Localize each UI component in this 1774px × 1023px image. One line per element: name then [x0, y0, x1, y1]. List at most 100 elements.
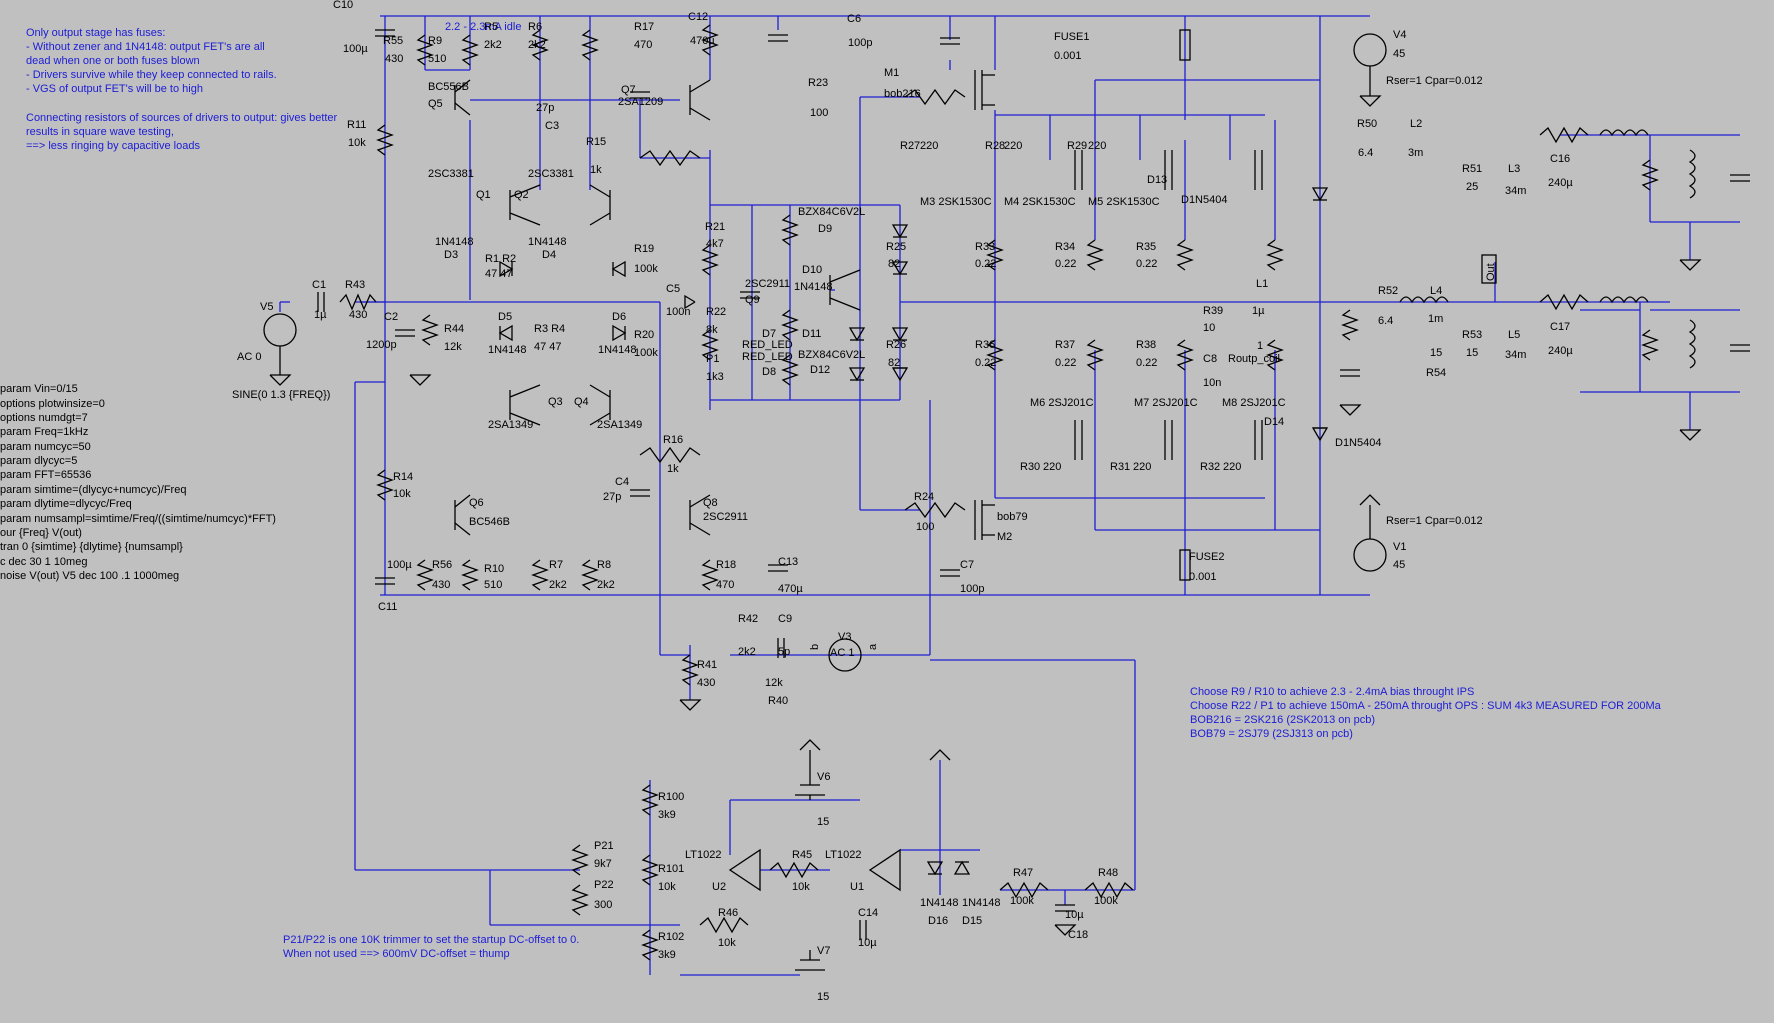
component-label: 10k: [348, 137, 366, 149]
transistor-q8: [689, 494, 711, 536]
component-label: 10µ: [1065, 909, 1084, 921]
note-line: dead when one or both fuses blown: [26, 55, 200, 67]
component-label: R21: [705, 221, 725, 233]
component-label: 220: [1043, 461, 1061, 473]
capacitor-c16: [1730, 174, 1750, 182]
capacitor-c14: [859, 920, 867, 940]
component-label: 10k: [393, 488, 411, 500]
component-label: Q6: [469, 497, 484, 509]
component-label: R27: [900, 140, 920, 152]
capacitor-c11: [375, 577, 395, 585]
battery-v7: [795, 950, 825, 971]
component-label: 2k2: [549, 579, 567, 591]
resistor-p1: [781, 354, 799, 386]
component-label: 6.4: [1378, 315, 1393, 327]
transistor-q1: [509, 184, 541, 226]
capacitor-c1: [317, 292, 325, 312]
component-label: 1k3: [706, 371, 724, 383]
note-line: Choose R22 / P1 to achieve 150mA - 250mA…: [1190, 700, 1662, 712]
component-label: R22: [706, 306, 726, 318]
component-label: 1m: [1428, 313, 1443, 325]
component-label: R1 R2: [485, 253, 516, 265]
component-label: D9: [818, 223, 832, 235]
diode-d16: [926, 861, 944, 876]
capacitor-c2: [395, 329, 415, 337]
capacitor-c4: [630, 489, 650, 497]
component-label: 430: [432, 579, 450, 591]
mosfet-m4: [1164, 150, 1173, 190]
component-label: C5: [666, 283, 680, 295]
diode-d15: [953, 860, 971, 875]
component-label: R14: [393, 471, 413, 483]
component-label: R48: [1098, 867, 1118, 879]
component-label: 0.22: [1136, 258, 1157, 270]
component-label: 100µ: [343, 43, 368, 55]
resistor-r17: [701, 24, 719, 56]
component-label: R55: [383, 35, 403, 47]
component-label: 2SA1349: [597, 419, 642, 431]
mosfet-m2: [974, 500, 995, 540]
component-label: M2: [997, 531, 1012, 543]
component-label: C12: [688, 11, 708, 23]
component-label: M5 2SK1530C: [1088, 196, 1160, 208]
component-label: BC546B: [469, 516, 510, 528]
component-label: R44: [444, 323, 464, 335]
transistor-q2: [589, 184, 611, 226]
component-label: LT1022: [825, 849, 862, 861]
component-label: BZX84C6V2L: [798, 206, 865, 218]
diode-d6: [612, 324, 627, 342]
component-label: 220: [1133, 461, 1151, 473]
component-label: 47 47: [534, 341, 562, 353]
component-label: R33: [975, 241, 995, 253]
component-label: bob216: [884, 88, 921, 100]
component-label: FUSE1: [1054, 31, 1089, 43]
directive-line: param numsampl=simtime/Freq/((simtime/nu…: [0, 513, 276, 525]
component-label: FUSE2: [1189, 551, 1224, 563]
component-label: 3k9: [658, 949, 676, 961]
component-label: 100k: [1094, 895, 1118, 907]
capacitor-c6: [940, 37, 960, 45]
component-label: Q7: [621, 84, 636, 96]
bottom-notes: P21/P22 is one 10K trimmer to set the st…: [283, 934, 579, 960]
component-label: R28: [985, 140, 1005, 152]
resistor-r50: [1539, 126, 1589, 144]
resistor-r18: [701, 559, 719, 591]
component-label: C18: [1068, 929, 1088, 941]
diode-d7: [848, 327, 866, 342]
component-label: Q8: [703, 497, 718, 509]
source-name: V3: [838, 631, 851, 643]
mosfet-m8: [1254, 420, 1263, 460]
source-v3-symbol: [828, 638, 862, 672]
component-label: M7 2SJ201C: [1134, 397, 1198, 409]
component-label: 1N4148: [794, 281, 833, 293]
component-label: M3 2SK1530C: [920, 196, 992, 208]
component-label: 10: [1203, 322, 1215, 334]
component-label: 100p: [960, 583, 984, 595]
resistor-r14: [376, 469, 394, 501]
source-ac: AC 1: [830, 647, 854, 659]
component-label: BC556B: [428, 81, 469, 93]
component-label: 1µ: [1252, 305, 1265, 317]
resistor-r48: [1084, 881, 1134, 899]
resistor-r101: [641, 854, 659, 886]
component-label: 10k: [658, 881, 676, 893]
component-label: R7: [549, 559, 563, 571]
component-label: V7: [817, 945, 830, 957]
resistor-r102: [641, 929, 659, 961]
diode-d9: [891, 224, 909, 239]
component-label: R3 R4: [534, 323, 565, 335]
opamp-u1: [868, 848, 901, 892]
component-label: R42: [738, 613, 758, 625]
resistor-r26: [986, 339, 1004, 371]
note-line: - VGS of output FET's will be to high: [26, 83, 203, 95]
component-label: R52: [1378, 285, 1398, 297]
component-label: 0.22: [975, 258, 996, 270]
components: [317, 24, 1750, 961]
component-label: R6: [528, 21, 542, 33]
capacitor-c10: [375, 29, 395, 37]
component-label: 82: [888, 258, 900, 270]
source-v5-symbol: [263, 313, 297, 375]
diode-d3: [499, 260, 514, 278]
diode-d13: [1311, 187, 1329, 202]
